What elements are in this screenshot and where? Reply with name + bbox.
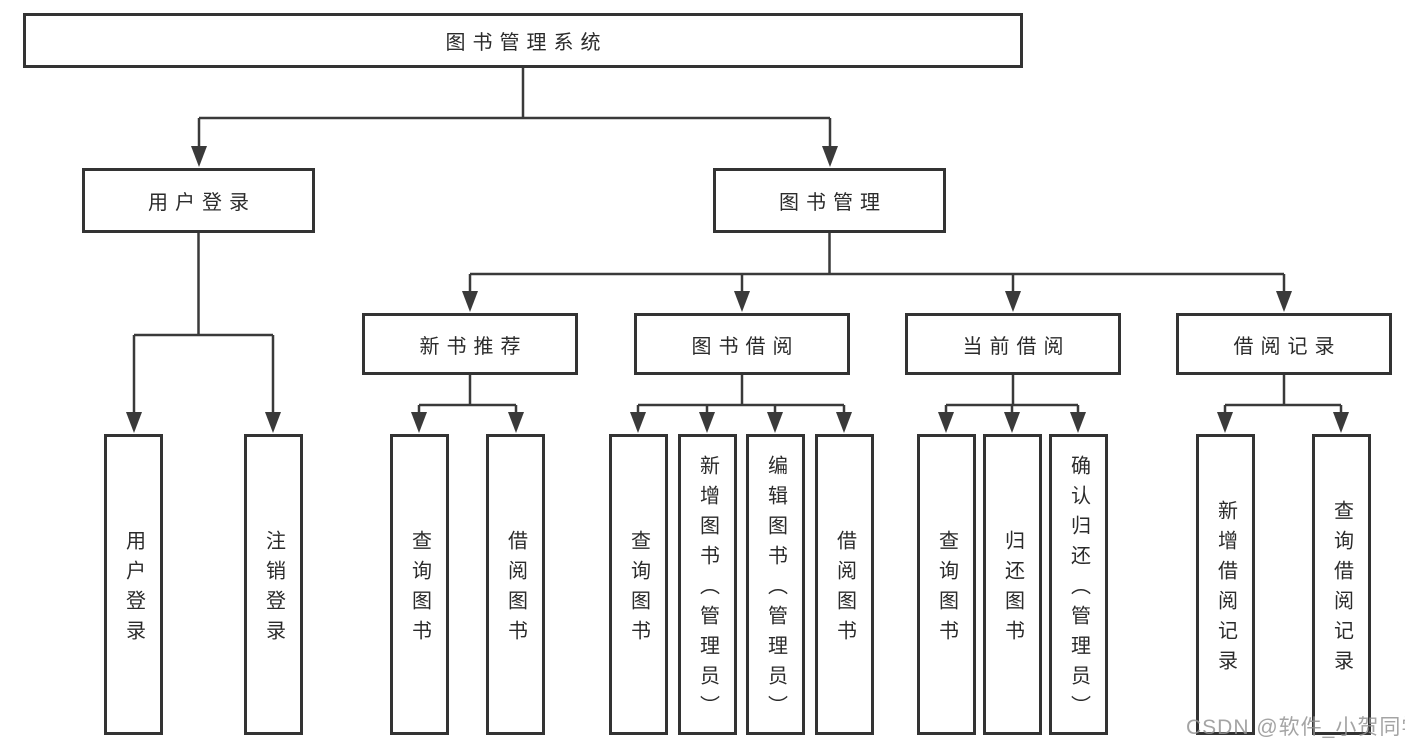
leaf-label: 归还图书 <box>1001 529 1024 650</box>
leaf-query-books-borrowing: 查询图书 <box>609 434 668 735</box>
leaf-borrow-books-recommend: 借阅图书 <box>486 434 545 735</box>
leaf-logout: 注销登录 <box>244 434 303 735</box>
node-library-management-system: 图书管理系统 <box>23 13 1023 68</box>
leaf-label: 查询图书 <box>408 529 431 650</box>
leaf-label: 确认归还（管理员） <box>1067 454 1090 725</box>
node-book-borrowing: 图书借阅 <box>634 313 850 375</box>
node-book-management: 图书管理 <box>713 168 946 233</box>
leaf-label: 查询借阅记录 <box>1330 499 1353 680</box>
leaf-label: 编辑图书（管理员） <box>764 454 787 725</box>
leaf-label: 注销登录 <box>262 529 285 650</box>
leaf-query-borrow-record: 查询借阅记录 <box>1312 434 1371 735</box>
leaf-label: 借阅图书 <box>833 529 856 650</box>
leaf-edit-books-admin: 编辑图书（管理员） <box>746 434 805 735</box>
node-current-borrowing: 当前借阅 <box>905 313 1121 375</box>
leaf-label: 借阅图书 <box>504 529 527 650</box>
leaf-label: 用户登录 <box>122 529 145 650</box>
leaf-user-login: 用户登录 <box>104 434 163 735</box>
arrowheads <box>126 146 1349 433</box>
leaf-label: 新增借阅记录 <box>1214 499 1237 680</box>
csdn-watermark: CSDN @软件_小贺同学 <box>1186 716 1405 739</box>
leaf-label: 查询图书 <box>935 529 958 650</box>
leaf-return-books: 归还图书 <box>983 434 1042 735</box>
leaf-query-books-recommend: 查询图书 <box>390 434 449 735</box>
leaf-add-books-admin: 新增图书（管理员） <box>678 434 737 735</box>
leaf-label: 查询图书 <box>627 529 650 650</box>
leaf-label: 新增图书（管理员） <box>696 454 719 725</box>
leaf-borrow-books-borrowing: 借阅图书 <box>815 434 874 735</box>
leaf-add-borrow-record: 新增借阅记录 <box>1196 434 1255 735</box>
leaf-confirm-return-admin: 确认归还（管理员） <box>1049 434 1108 735</box>
node-borrowing-records: 借阅记录 <box>1176 313 1392 375</box>
node-new-book-recommendation: 新书推荐 <box>362 313 578 375</box>
leaf-query-books-current: 查询图书 <box>917 434 976 735</box>
node-user-login: 用户登录 <box>82 168 315 233</box>
